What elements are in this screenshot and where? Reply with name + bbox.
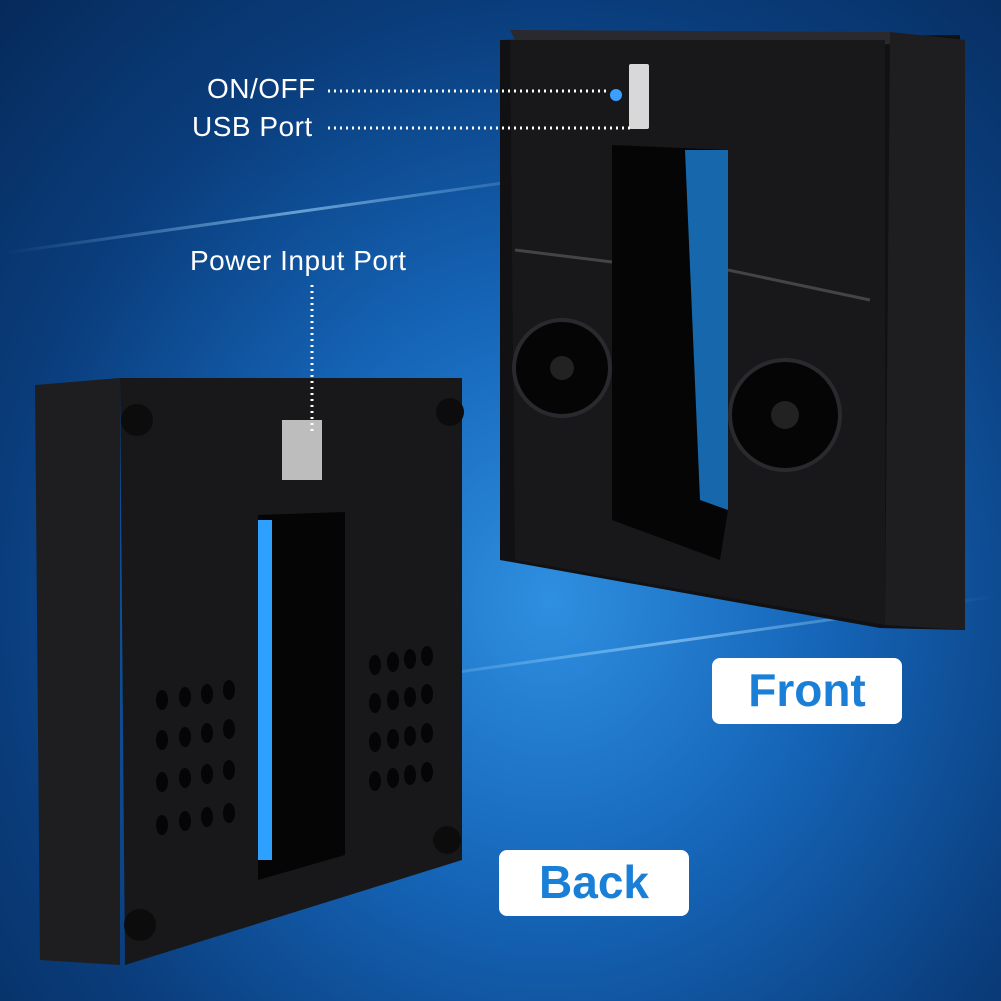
vent-holes-left [156, 680, 235, 835]
callout-lines [310, 89, 632, 435]
usb-port-icon [629, 64, 649, 129]
power-button-icon [610, 89, 622, 101]
usb-port-label: USB Port [192, 111, 313, 142]
power-input-port-label: Power Input Port [190, 245, 407, 276]
vent-holes-right [369, 646, 433, 791]
back-badge: Back [499, 850, 689, 916]
power-input-port-icon [282, 420, 322, 480]
back-device [35, 378, 464, 965]
fan-left-icon [512, 318, 612, 418]
fan-right-icon [728, 358, 842, 472]
front-badge: Front [712, 658, 902, 724]
on-off-label: ON/OFF [207, 73, 316, 104]
front-device [500, 30, 965, 630]
